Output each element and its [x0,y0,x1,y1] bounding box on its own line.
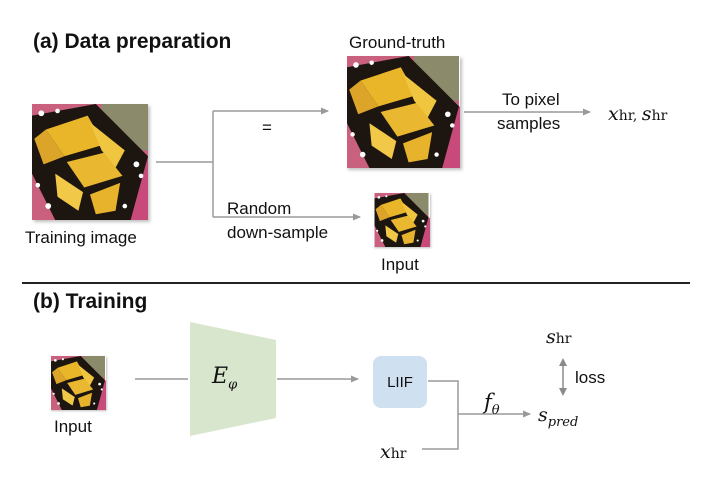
random-label-1: Random [227,199,292,218]
section-b-title: (b) Training [33,290,148,313]
x-hr-label: xhr [380,441,407,463]
input-image-a [374,193,430,247]
s-pred-label: spred [538,404,579,430]
f-theta-label: fθ [484,390,500,419]
training-image [32,104,148,220]
loss-label: loss [575,368,606,387]
line-liif-to-merge [428,380,459,414]
input-label-a: Input [381,255,419,274]
to-pixel-label-1: To pixel [502,90,560,109]
ground-truth-label: Ground-truth [349,33,446,52]
section-a-title: (a) Data preparation [33,30,232,53]
training-image-label: Training image [25,228,137,247]
double-arrow-icon [559,358,567,396]
input-image-b [51,356,106,410]
s-hr-label: shr [546,326,572,348]
input-label-b: Input [54,417,92,436]
encoder-trapezoid [190,322,276,436]
liif-box: LIIF [373,356,427,408]
ground-truth-image [347,56,460,168]
encoder-label: Eφ [212,364,238,393]
to-pixel-label-2: samples [497,114,561,133]
output-xhr-shr: xhr, shr [608,103,668,125]
line-xhr-to-merge [422,414,459,450]
equals-label: = [262,118,272,137]
random-label-2: down-sample [227,223,329,242]
